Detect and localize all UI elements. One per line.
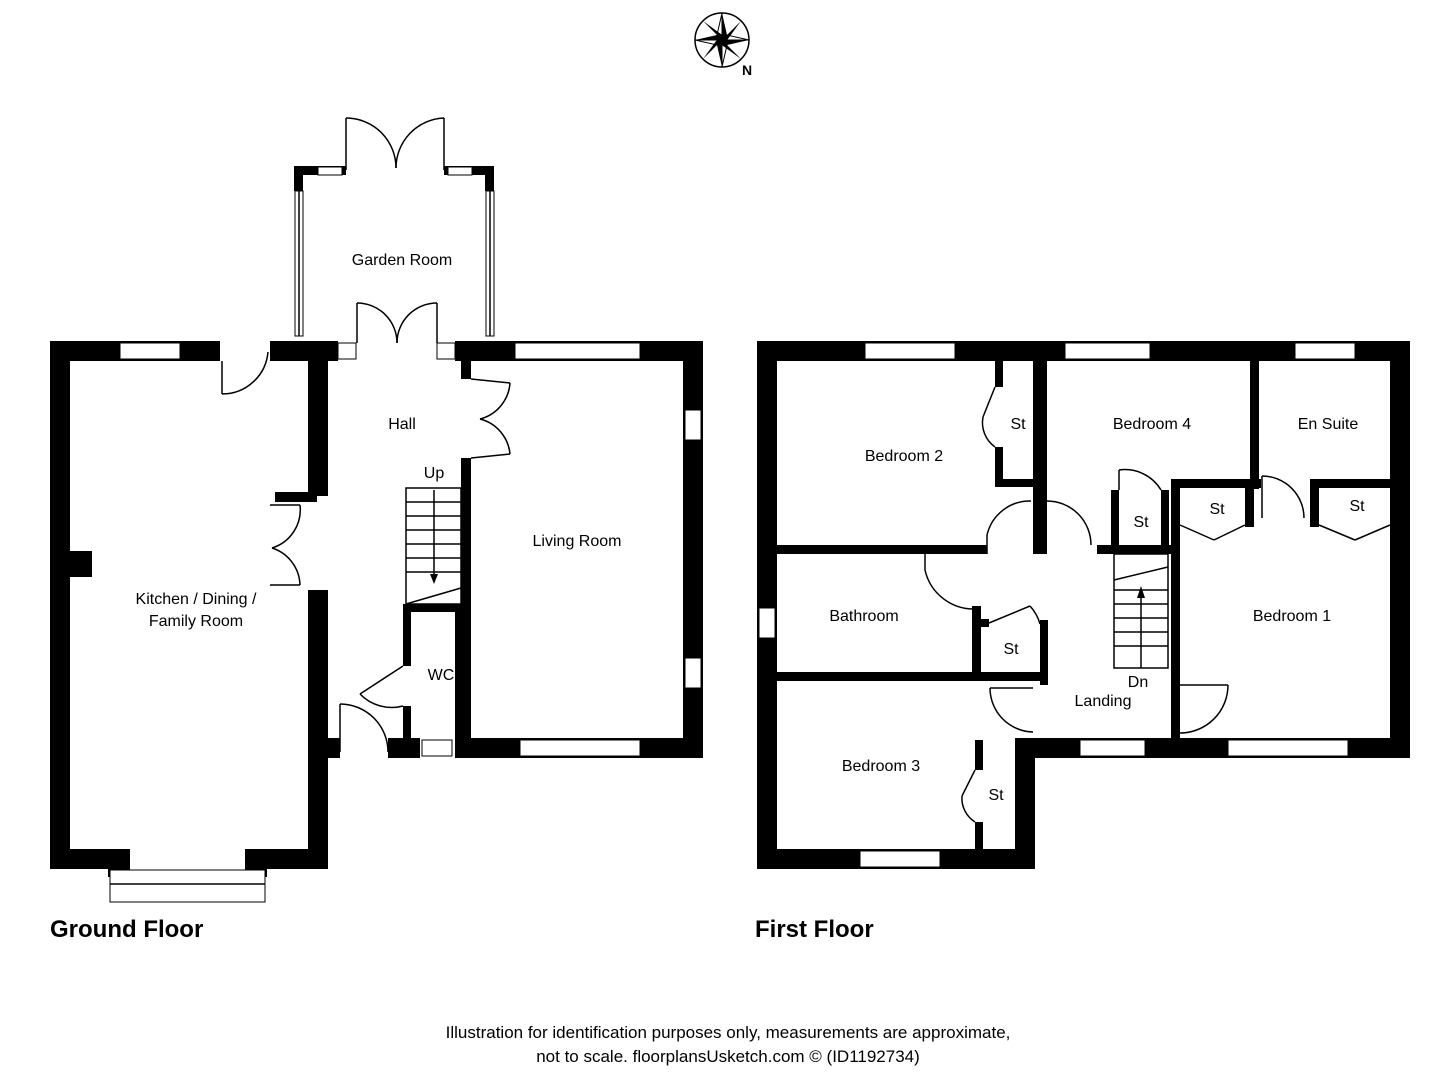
disclaimer-line-2: not to scale. floorplansUsketch.com © (I…: [536, 1047, 920, 1066]
disclaimer: Illustration for identification purposes…: [0, 1021, 1456, 1069]
bathroom-label: Bathroom: [829, 608, 898, 625]
ground-floor-plan: Garden Room Hall Up Kitchen / Dining / F…: [50, 117, 703, 903]
bedroom-2-label: Bedroom 2: [865, 448, 943, 465]
first-floor-plan: Bedroom 2 St Bedroom 4 St En Suite St St…: [757, 341, 1410, 869]
garden-room-label: Garden Room: [352, 252, 453, 269]
bedroom-2-store-label: St: [1010, 416, 1026, 433]
stairs-up-label: Up: [424, 465, 445, 482]
compass-rose-icon: N: [694, 12, 752, 78]
first-floor-title: First Floor: [755, 916, 874, 943]
kitchen-label-line2: Family Room: [149, 613, 243, 630]
compass-north-label: N: [742, 62, 752, 78]
bedroom-4-store-label: St: [1133, 514, 1149, 531]
en-suite-label: En Suite: [1298, 416, 1359, 433]
bedroom-3-label: Bedroom 3: [842, 758, 920, 775]
kitchen-label-line1: Kitchen / Dining /: [136, 591, 258, 608]
landing-store-label: St: [1003, 641, 1019, 658]
bedroom-3-store-label: St: [988, 787, 1004, 804]
bedroom-1-store-left-label: St: [1209, 501, 1225, 518]
hall-label: Hall: [388, 416, 416, 433]
landing-label: Landing: [1075, 693, 1132, 710]
wc-label: WC: [428, 667, 455, 684]
living-room-label: Living Room: [533, 533, 622, 550]
bedroom-1-store-right-label: St: [1349, 498, 1365, 515]
bedroom-1-label: Bedroom 1: [1253, 608, 1331, 625]
bedroom-4-label: Bedroom 4: [1113, 416, 1191, 433]
ground-floor-title: Ground Floor: [50, 916, 204, 943]
stairs-down-label: Dn: [1128, 674, 1148, 691]
disclaimer-line-1: Illustration for identification purposes…: [445, 1023, 1011, 1042]
